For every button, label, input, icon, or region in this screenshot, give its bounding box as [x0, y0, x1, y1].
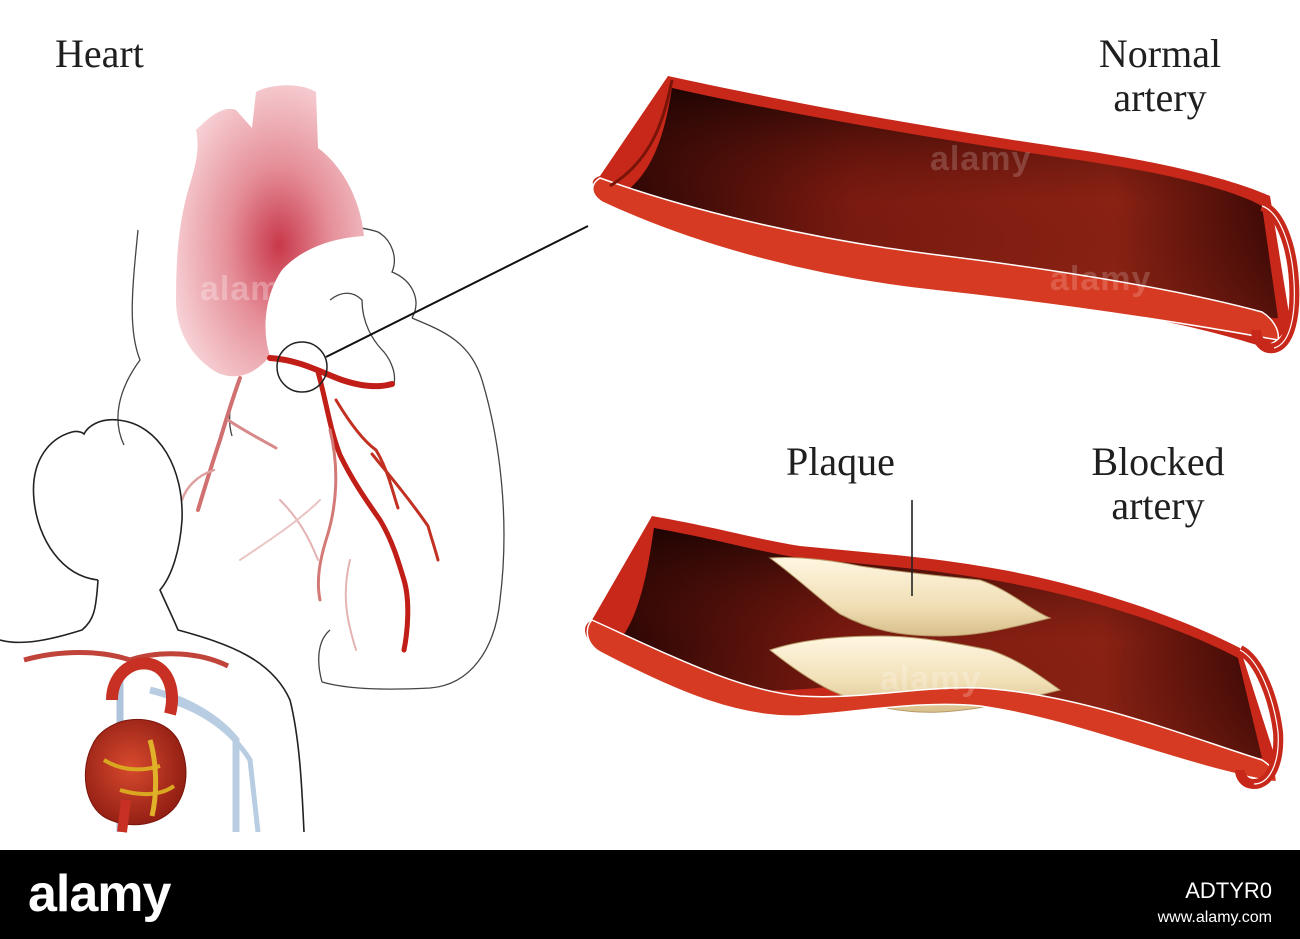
pointer-line	[325, 225, 589, 358]
aorta	[176, 85, 364, 377]
illustration	[0, 76, 1300, 833]
footer-bar: alamy ADTYR0 www.alamy.com	[0, 850, 1300, 939]
body-silhouette	[0, 418, 305, 833]
watermark: alamy	[1050, 260, 1152, 298]
zoom-circle	[276, 341, 328, 393]
blocked-artery-illustration	[585, 500, 1284, 790]
watermark: alamy	[880, 660, 982, 698]
heart-label: Heart	[55, 31, 144, 76]
normal-artery-illustration	[592, 76, 1300, 354]
alamy-logo: alamy	[28, 865, 171, 923]
small-heart	[23, 650, 261, 833]
watermark: alamy	[930, 140, 1032, 178]
plaque-label: Plaque	[786, 439, 895, 484]
coronary-arteries	[180, 355, 440, 653]
image-id: ADTYR0	[1185, 878, 1272, 903]
site-url[interactable]: www.alamy.com	[1157, 909, 1272, 926]
watermark: alamy	[200, 270, 302, 308]
